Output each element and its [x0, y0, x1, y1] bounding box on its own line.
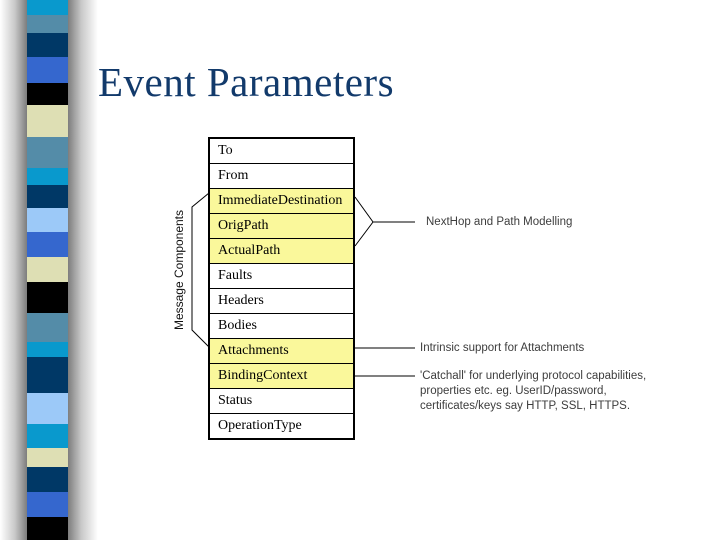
- table-row: ActualPath: [210, 239, 353, 264]
- strip-shadow-left: [0, 0, 27, 540]
- strip-block: [27, 185, 68, 208]
- strip-block: [27, 448, 68, 467]
- annotation-bindingcontext-line1: 'Catchall' for underlying protocol capab…: [420, 370, 647, 382]
- table-row: BindingContext: [210, 364, 353, 389]
- strip-block: [27, 105, 68, 137]
- strip-block: [27, 282, 68, 313]
- table-row-label: ImmediateDestination: [218, 193, 343, 208]
- table-row-label: Status: [218, 393, 253, 408]
- strip-shadow-right: [68, 0, 98, 540]
- strip-block: [27, 57, 68, 83]
- nexthop-bracket-line: [354, 196, 374, 247]
- left-bracket-line: [191, 192, 210, 348]
- table-row: Headers: [210, 289, 353, 314]
- annotation-bindingcontext-line3: certificates/keys say HTTP, SSL, HTTPS.: [420, 400, 631, 412]
- strip-block: [27, 0, 68, 15]
- strip-block: [27, 168, 68, 185]
- strip-block: [27, 232, 68, 257]
- strip-block: [27, 137, 68, 168]
- table-row: Status: [210, 389, 353, 414]
- table-axis-label: Message Components: [172, 209, 186, 331]
- decorative-strip: [27, 0, 68, 540]
- strip-block: [27, 342, 68, 357]
- table-row-label: OperationType: [218, 418, 302, 433]
- strip-block: [27, 393, 68, 424]
- table-row-label: From: [218, 168, 249, 183]
- slide-title: Event Parameters: [98, 59, 395, 105]
- strip-block: [27, 15, 68, 33]
- strip-block: [27, 517, 68, 540]
- table-row-label: Attachments: [218, 343, 289, 358]
- strip-block: [27, 357, 68, 393]
- annotation-bindingcontext: 'Catchall' for underlying protocol capab…: [420, 369, 646, 414]
- annotation-attachments: Intrinsic support for Attachments: [420, 342, 585, 354]
- strip-block: [27, 33, 68, 57]
- table-row: Bodies: [210, 314, 353, 339]
- table-row: From: [210, 164, 353, 189]
- table-row: Faults: [210, 264, 353, 289]
- strip-block: [27, 313, 68, 342]
- table-row-label: To: [218, 143, 233, 158]
- table-row: Attachments: [210, 339, 353, 364]
- table-row-label: BindingContext: [218, 368, 308, 383]
- strip-block: [27, 208, 68, 232]
- annotation-nexthop: NextHop and Path Modelling: [426, 216, 573, 228]
- annotation-bindingcontext-line2: properties etc. eg. UserID/password,: [420, 385, 607, 397]
- strip-block: [27, 424, 68, 448]
- strip-block: [27, 467, 68, 492]
- table-row-label: ActualPath: [218, 243, 281, 258]
- table-row: To: [210, 139, 353, 164]
- table-row: OperationType: [210, 414, 353, 438]
- table-row-label: Headers: [218, 293, 264, 308]
- table-row-label: Bodies: [218, 318, 257, 333]
- table-row: OrigPath: [210, 214, 353, 239]
- table-row: ImmediateDestination: [210, 189, 353, 214]
- table-row-label: OrigPath: [218, 218, 269, 233]
- strip-block: [27, 83, 68, 105]
- table-row-label: Faults: [218, 268, 253, 283]
- strip-block: [27, 257, 68, 282]
- strip-block: [27, 492, 68, 517]
